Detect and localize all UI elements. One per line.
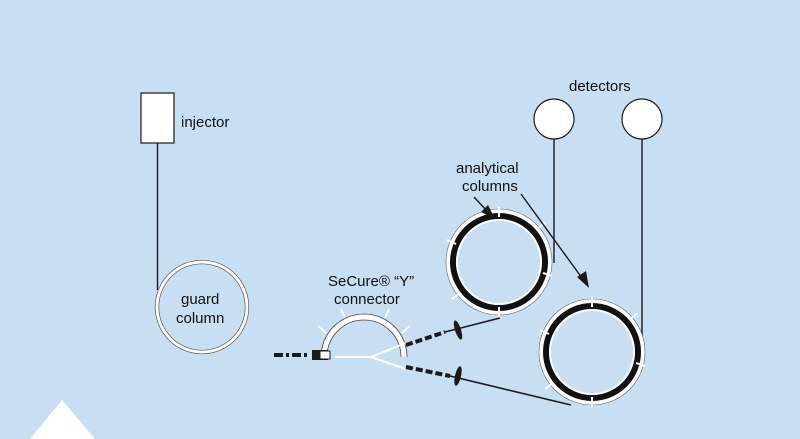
detectors-label: detectors: [569, 78, 631, 95]
injector-box: [140, 92, 175, 144]
analytical-columns-label-line2: columns: [462, 178, 518, 195]
detector-1: [533, 98, 575, 140]
corner-triangle: [30, 400, 95, 439]
guard-column-label-line2: column: [176, 310, 224, 327]
connector-label-line1: SeCure® “Y”: [328, 273, 414, 290]
injector-label: injector: [181, 114, 229, 131]
analytical-column-2: [538, 297, 646, 407]
analytical-columns-label-line1: analytical: [456, 160, 519, 177]
y-connector: [317, 308, 411, 370]
analytical-column-1: [445, 207, 553, 317]
pointer-arrow-2-shaft: [520, 193, 583, 279]
pointer-arrow-1-head: [481, 205, 495, 219]
guard-column-label-line1: guard: [181, 291, 219, 308]
detector-2: [621, 98, 663, 140]
outlet-tubing-2: [405, 365, 572, 406]
inlet-tubing: [274, 350, 331, 360]
outlet-tubing-1: [405, 317, 501, 347]
pointer-arrow-2-head: [577, 271, 589, 288]
guard-column: [154, 259, 250, 355]
connector-label-line2: connector: [334, 291, 400, 308]
